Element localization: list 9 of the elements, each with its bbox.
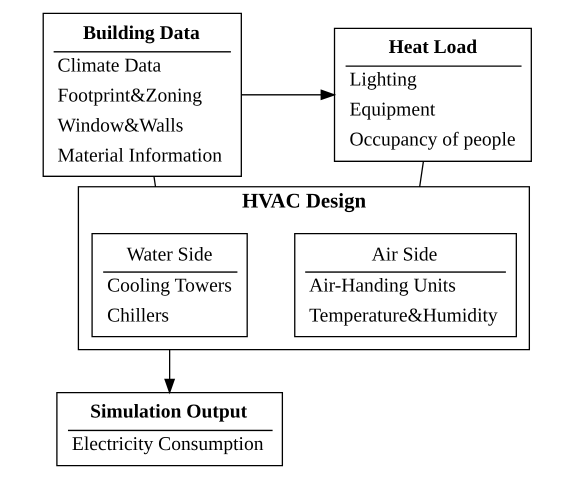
- node-box: Water Side Cooling Towers Chillers: [90, 232, 248, 338]
- node-box: Air Side Air-Handing Units Temperature&Humidity: [294, 232, 516, 338]
- arrow: [241, 89, 336, 100]
- node-box: Simulation Output Electricity Consumption: [56, 392, 283, 466]
- connector: [418, 162, 424, 187]
- node-box: Building Data Climate Data Footprint&Zoning Window&Walls Material Information: [42, 12, 242, 177]
- connector: [152, 176, 156, 187]
- node-box: Heat Load Lighting Equipment Occupancy of people: [333, 28, 532, 162]
- arrow: [164, 350, 175, 394]
